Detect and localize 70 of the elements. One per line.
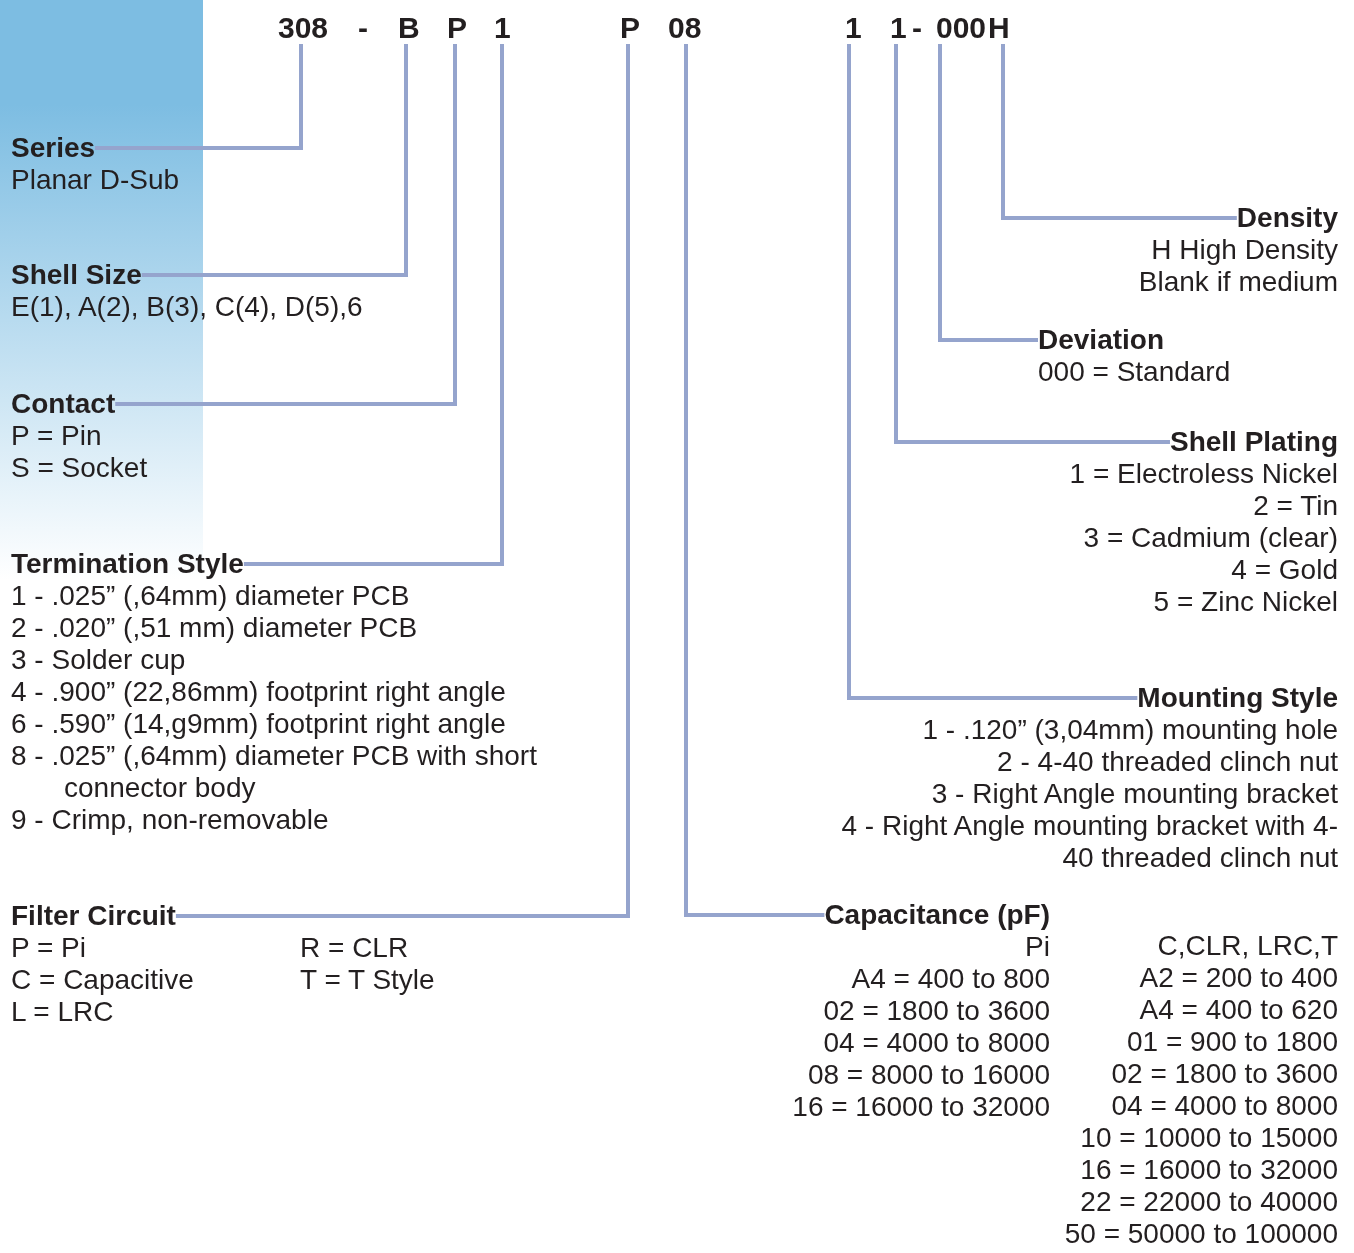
option-text: Pi bbox=[1024, 931, 1050, 963]
part-code-character: 08 bbox=[668, 12, 702, 44]
option-text: 50 = 50000 to 100000 bbox=[1063, 1218, 1338, 1250]
option-text: 6 - .590” (14,g9mm) footprint right angle bbox=[11, 708, 507, 740]
option-text: C = Capacitive bbox=[11, 964, 195, 996]
part-code-character: H bbox=[988, 12, 1010, 44]
section-heading: Mounting Style bbox=[1137, 682, 1338, 714]
option-text: 16 = 16000 to 32000 bbox=[1079, 1154, 1338, 1186]
part-code-character: 1 bbox=[845, 12, 862, 44]
option-text: 3 - Solder cup bbox=[11, 644, 187, 676]
option-text: 04 = 4000 to 8000 bbox=[822, 1027, 1050, 1059]
option-text: 16 = 16000 to 32000 bbox=[791, 1091, 1050, 1123]
leader-line bbox=[115, 44, 457, 406]
section-heading: Deviation bbox=[1038, 324, 1165, 356]
option-text: 1 - .025” (,64mm) diameter PCB bbox=[11, 580, 411, 612]
part-code-character: 1 bbox=[890, 12, 907, 44]
option-text: Planar D-Sub bbox=[11, 164, 181, 196]
section-heading: Shell Plating bbox=[1169, 426, 1338, 458]
option-text: 3 - Right Angle mounting bracket bbox=[930, 778, 1338, 810]
section-heading: Series bbox=[11, 132, 96, 164]
option-text: A4 = 400 to 800 bbox=[850, 963, 1050, 995]
leader-line bbox=[894, 44, 1170, 444]
separator-dash: - bbox=[912, 12, 922, 44]
option-text: 4 - Right Angle mounting bracket with 4-40 threaded clinch nut bbox=[840, 810, 1338, 874]
option-text: 1 - .120” (3,04mm) mounting hole bbox=[921, 714, 1338, 746]
part-code-character: 000 bbox=[936, 12, 987, 44]
leader-line bbox=[95, 44, 303, 150]
option-text: 08 = 8000 to 16000 bbox=[806, 1059, 1050, 1091]
option-text: 3 = Cadmium (clear) bbox=[1082, 522, 1338, 554]
part-code-character: P bbox=[447, 12, 467, 44]
option-text: 02 = 1800 to 3600 bbox=[822, 995, 1050, 1027]
option-text: P = Pi bbox=[11, 932, 87, 964]
option-text: 4 - .900” (22,86mm) footprint right angle bbox=[11, 676, 507, 708]
option-text: E(1), A(2), B(3), C(4), D(5),6 bbox=[11, 291, 364, 323]
separator-dash: - bbox=[358, 12, 368, 44]
option-text: 2 - 4-40 threaded clinch nut bbox=[996, 746, 1338, 778]
leader-line bbox=[1001, 44, 1237, 220]
option-text: H High Density bbox=[1150, 234, 1338, 266]
option-text: 9 - Crimp, non-removable bbox=[11, 804, 330, 836]
leader-line bbox=[175, 44, 630, 918]
part-code-character: 1 bbox=[494, 12, 511, 44]
leader-line bbox=[847, 44, 1138, 700]
option-text: Blank if medium bbox=[1137, 266, 1338, 298]
option-text: 2 = Tin bbox=[1252, 490, 1338, 522]
option-text: 8 - .025” (,64mm) diameter PCB with short connector body bbox=[11, 740, 538, 804]
section-heading: Shell Size bbox=[11, 259, 142, 291]
part-code-character: P bbox=[620, 12, 640, 44]
section-heading: Capacitance (pF) bbox=[824, 899, 1050, 931]
option-text: S = Socket bbox=[11, 452, 149, 484]
option-text: 10 = 10000 to 15000 bbox=[1079, 1122, 1338, 1154]
option-text: P = Pin bbox=[11, 420, 103, 452]
leader-line bbox=[938, 44, 1038, 342]
leader-line bbox=[684, 44, 825, 917]
part-code-character: B bbox=[398, 12, 420, 44]
option-text: 4 = Gold bbox=[1230, 554, 1338, 586]
option-text: 5 = Zinc Nickel bbox=[1152, 586, 1338, 618]
section-heading: Termination Style bbox=[11, 548, 244, 580]
leader-line bbox=[141, 44, 408, 277]
option-text: 000 = Standard bbox=[1038, 356, 1232, 388]
option-text: 1 = Electroless Nickel bbox=[1068, 458, 1338, 490]
section-heading: Filter Circuit bbox=[11, 900, 176, 932]
option-text: 2 - .020” (,51 mm) diameter PCB bbox=[11, 612, 419, 644]
section-heading: Density bbox=[1236, 202, 1338, 234]
option-text: 22 = 22000 to 40000 bbox=[1079, 1186, 1338, 1218]
option-text: T = T Style bbox=[300, 964, 436, 996]
option-text: L = LRC bbox=[11, 996, 115, 1028]
section-heading: Contact bbox=[11, 388, 116, 420]
leader-line bbox=[243, 44, 504, 566]
part-code-character: 308 bbox=[278, 12, 329, 44]
option-text: R = CLR bbox=[300, 932, 410, 964]
